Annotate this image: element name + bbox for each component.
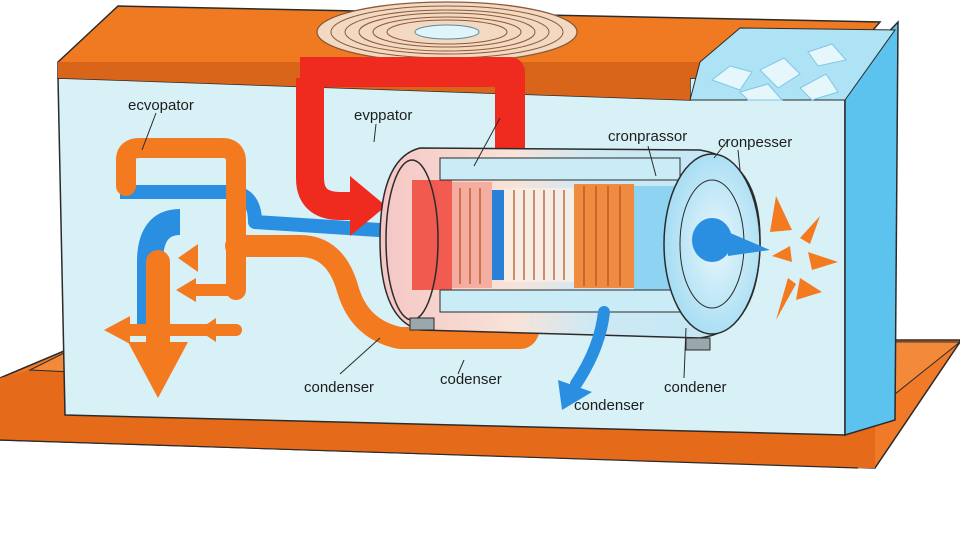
label-compressor-2: cronpesser xyxy=(718,134,792,151)
drain-arrow-icon xyxy=(558,306,610,410)
leader-lines xyxy=(141,112,741,379)
spark-burst-icon xyxy=(770,196,838,320)
label-compressor-1: cronprassor xyxy=(608,128,687,145)
fan-grille-icon xyxy=(316,1,578,63)
ice-cube-icon xyxy=(689,27,896,101)
label-evaporator-left: ecvopator xyxy=(128,97,194,114)
label-condenser-1: condenser xyxy=(304,379,374,396)
label-condenser-4: condener xyxy=(664,379,727,396)
compressor-unit xyxy=(379,147,770,351)
label-evaporator-top: evppator xyxy=(354,107,412,124)
label-condenser-3: condenser xyxy=(574,397,644,414)
label-condenser-2: codenser xyxy=(440,371,502,388)
